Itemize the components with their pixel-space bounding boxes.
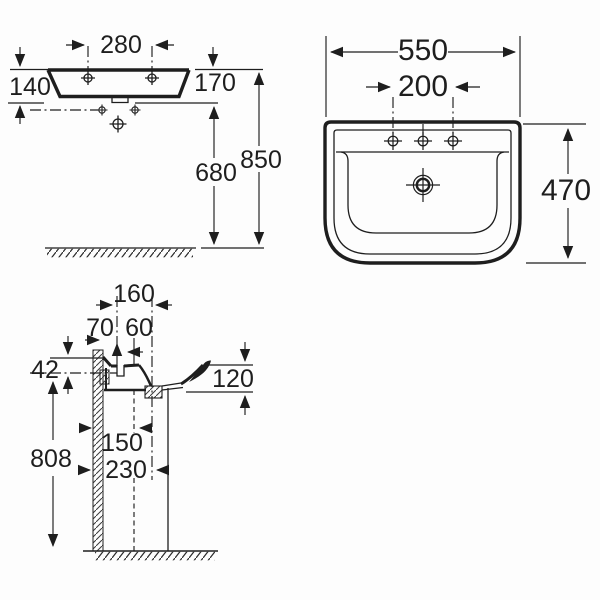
dim-front-apron-height: 120 (212, 365, 254, 393)
fixing-hole-symbol (145, 71, 159, 85)
tap-hole-centerlines (392, 97, 454, 135)
floor-hatch (95, 551, 215, 561)
rear-elevation-view: 280 140 170 680 850 (8, 31, 282, 258)
dim-wall-to-hole: 70 (86, 314, 114, 342)
dim-hole-spacing: 280 (100, 31, 142, 59)
dim-fixing-to-floor: 808 (30, 445, 72, 473)
small-fixing-cross (96, 104, 108, 116)
waste-cross (109, 115, 127, 133)
dim-rear-height: 170 (194, 69, 236, 97)
dim-wall-to-trap: 150 (101, 429, 143, 457)
floor-hatch (47, 248, 193, 258)
overflow-notch (111, 98, 129, 104)
tap-hole-symbol (414, 132, 432, 150)
tap-hole-symbol (384, 132, 402, 150)
dim-drain-setback: 160 (113, 280, 155, 308)
drain-symbol (406, 168, 440, 202)
dimension-arrows (14, 39, 265, 245)
small-fixing-cross (129, 104, 141, 116)
fixing-hole-symbol (81, 71, 95, 85)
tap-hole-symbol (444, 132, 462, 150)
side-section-view: 160 70 60 42 120 150 230 808 (30, 280, 254, 561)
dim-hole-offset: 60 (125, 314, 153, 342)
dim-overall-width: 550 (398, 34, 448, 67)
dimension-arrows (47, 299, 251, 547)
fixing-bracket-section (99, 369, 110, 385)
waste-outlet-section (144, 385, 163, 399)
hole-centerline (87, 46, 153, 72)
dimension-arrows (330, 46, 574, 259)
basin-rear-outline (46, 68, 191, 99)
extension-lines (50, 357, 253, 393)
dim-overall-depth: 470 (541, 174, 591, 207)
dim-wall-to-outlet: 230 (105, 456, 147, 484)
dim-rim-to-fixing: 42 (31, 356, 59, 384)
basin-section-profile (99, 356, 211, 399)
dim-rim-to-lower-fixings: 140 (9, 73, 51, 101)
rim-inner-line (333, 129, 512, 255)
front-lip (189, 360, 211, 382)
extension-lines (523, 123, 586, 264)
extension-lines (325, 36, 521, 117)
dim-tap-hole-spacing: 200 (398, 70, 448, 103)
dim-rim-height: 850 (240, 146, 282, 174)
basin-plan-outline (323, 120, 522, 265)
extension-lines (8, 68, 264, 249)
plan-view: 550 200 470 (323, 34, 591, 265)
dim-underside-to-floor: 680 (195, 159, 237, 187)
bowl-outline (340, 151, 505, 234)
